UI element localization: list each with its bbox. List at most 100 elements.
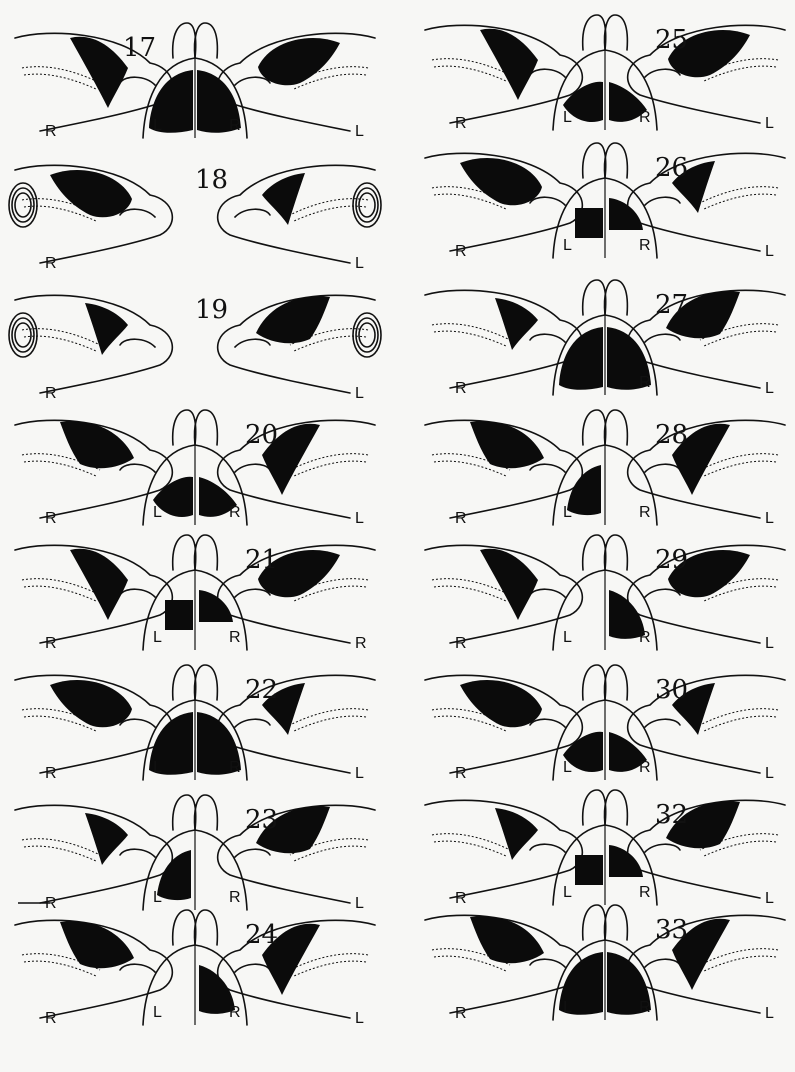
lateral-brain-view <box>628 25 785 123</box>
lesion <box>70 37 128 108</box>
side-label-left: R <box>45 123 57 140</box>
figure-26: 26RLLR <box>425 143 785 260</box>
side-label-left: R <box>45 255 57 272</box>
lateral-brain-view <box>425 800 582 898</box>
figure-33: 33R L L R <box>425 905 785 1022</box>
figure-number: 19 <box>195 295 228 325</box>
side-label-left: R <box>45 510 57 527</box>
center-label-left: L <box>153 629 162 646</box>
lateral-brain-view <box>218 165 375 263</box>
side-label-right: L <box>765 380 774 397</box>
center-label-right: R <box>639 884 651 901</box>
cerebellum <box>9 183 37 227</box>
lateral-brain-view <box>425 153 582 251</box>
lateral-brain-view <box>628 545 785 643</box>
figure-number: 33 <box>655 915 688 945</box>
side-label-right: L <box>355 123 364 140</box>
side-label-left: R <box>455 635 467 652</box>
figure-number: 20 <box>245 420 278 450</box>
side-label-left: R <box>455 380 467 397</box>
center-label-left: L <box>563 504 572 521</box>
lateral-brain-view <box>628 675 785 773</box>
center-label-right: R <box>639 999 651 1016</box>
cerebellum <box>9 313 37 357</box>
lateral-brain-view <box>218 805 375 903</box>
center-label-left: L <box>153 759 162 776</box>
lateral-brain-view <box>218 295 375 393</box>
lateral-brain-view <box>628 800 785 898</box>
lateral-brain-view <box>15 920 172 1018</box>
figure-number: 30 <box>655 675 688 705</box>
figure-number: 27 <box>655 290 688 320</box>
center-label-right: R <box>229 117 241 134</box>
center-label-left: L <box>153 117 162 134</box>
figure-number: 25 <box>655 25 688 55</box>
lateral-brain-view <box>628 915 785 1013</box>
side-label-left: R <box>455 510 467 527</box>
center-label-left: L <box>563 237 572 254</box>
side-label-left: R <box>455 1005 467 1022</box>
center-label-right: R <box>639 237 651 254</box>
figure-20: 20RLLR <box>15 410 375 527</box>
side-label-right: L <box>355 385 364 402</box>
lateral-brain-view <box>628 153 785 251</box>
lesion <box>165 590 233 630</box>
figure-19: 19R L <box>9 295 381 402</box>
lateral-brain-view <box>628 290 785 388</box>
lesion <box>480 549 538 620</box>
lateral-brain-view <box>218 675 375 773</box>
side-label-right: L <box>765 243 774 260</box>
cerebellum <box>353 313 381 357</box>
lateral-brain-view <box>15 545 172 643</box>
side-label-right: L <box>355 510 364 527</box>
lateral-brain-view <box>218 420 375 518</box>
figure-number: 28 <box>655 420 688 450</box>
side-label-right: L <box>765 510 774 527</box>
lesion <box>575 845 643 885</box>
center-label-right: R <box>639 759 651 776</box>
lesion <box>256 296 330 343</box>
center-label-right: R <box>639 629 651 646</box>
figure-number: 26 <box>655 153 688 183</box>
lesion <box>85 813 128 865</box>
lesion <box>495 298 538 350</box>
lateral-brain-view <box>218 33 375 131</box>
side-label-left: R <box>45 765 57 782</box>
side-label-right: L <box>765 765 774 782</box>
lesion <box>157 850 191 900</box>
lateral-brain-view <box>425 420 582 518</box>
center-label-right: R <box>229 1004 241 1021</box>
lateral-brain-view <box>15 165 172 263</box>
center-label-left: L <box>153 889 162 906</box>
lateral-brain-view <box>218 545 375 643</box>
figure-number: 32 <box>655 800 688 830</box>
lateral-brain-view <box>425 675 582 773</box>
lateral-brain-view <box>15 295 172 393</box>
side-label-left: R <box>45 385 57 402</box>
figure-number: 22 <box>245 675 278 705</box>
side-label-right: R <box>355 635 367 652</box>
side-label-left: R <box>45 635 57 652</box>
lesion <box>70 549 128 620</box>
figure-number: 21 <box>245 545 278 575</box>
figure-17: 17RLLR <box>15 23 375 140</box>
center-label-left: L <box>563 999 572 1016</box>
lesion <box>567 465 601 515</box>
center-label-right: R <box>229 889 241 906</box>
side-label-left: R <box>455 115 467 132</box>
lateral-brain-view <box>425 25 582 123</box>
side-label-right: L <box>765 115 774 132</box>
lesion <box>85 303 128 355</box>
side-label-left: R <box>455 765 467 782</box>
cerebellum <box>353 183 381 227</box>
center-label-right: R <box>639 374 651 391</box>
lateral-brain-view <box>218 920 375 1018</box>
lesion <box>60 421 134 468</box>
side-label-right: L <box>765 1005 774 1022</box>
